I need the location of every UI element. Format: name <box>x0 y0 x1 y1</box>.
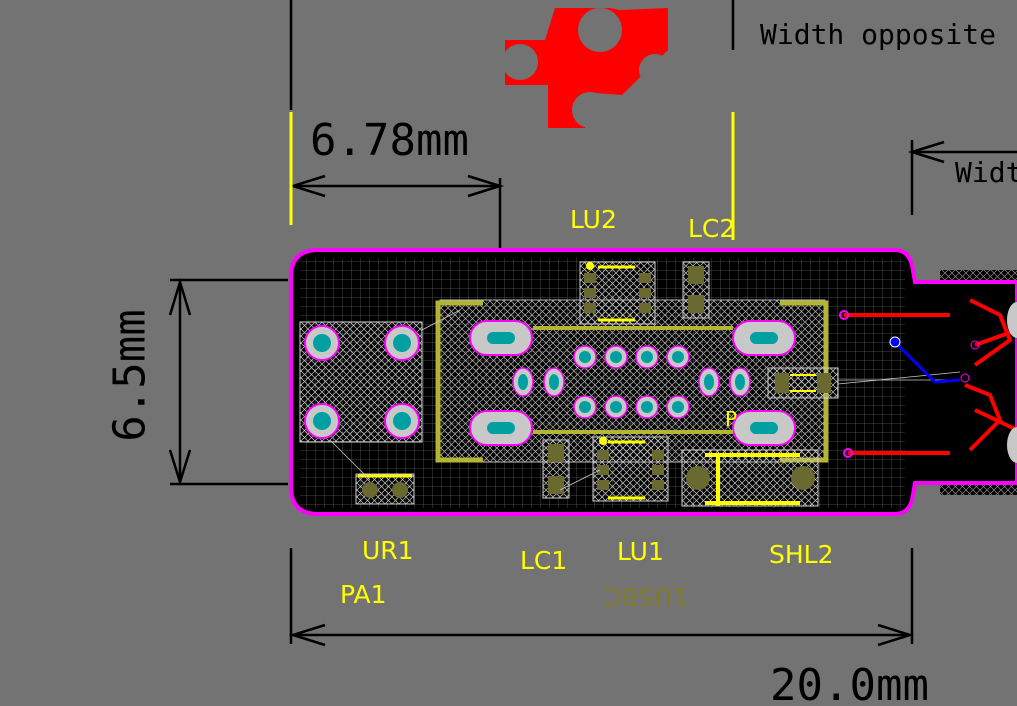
svg-text:P: P <box>725 407 737 431</box>
designator-lu1[interactable]: LU1 <box>617 537 664 566</box>
mounting-pad-copper <box>505 8 668 128</box>
dimension-lines <box>168 0 1017 647</box>
usbc-signal-pads <box>512 345 751 419</box>
dimension-width-opposite[interactable]: Width opposite <box>760 18 997 51</box>
designator-usbc-bottom[interactable]: 1USBC <box>604 582 689 611</box>
designator-pa1[interactable]: PA1 <box>340 580 387 609</box>
dimension-width-partial[interactable]: Widt <box>955 156 1017 189</box>
designator-lu2[interactable]: LU2 <box>570 205 617 234</box>
mounting-hole-right <box>639 54 671 86</box>
designator-lc1[interactable]: LC1 <box>520 546 568 575</box>
designator-ur1[interactable]: UR1 <box>362 536 414 565</box>
dimension-6-5mm[interactable]: 6.5mm <box>104 309 156 442</box>
dimension-20mm[interactable]: 20.0mm <box>770 660 929 706</box>
mounting-hole-bottom <box>572 92 608 128</box>
pa1-pads <box>304 325 420 439</box>
dimension-6-78mm[interactable]: 6.78mm <box>310 115 469 166</box>
designator-lc2[interactable]: LC2 <box>688 214 736 243</box>
mounting-hole-left <box>502 44 538 80</box>
designator-shl2[interactable]: SHL2 <box>769 540 834 569</box>
mounting-hole-top <box>578 8 622 52</box>
